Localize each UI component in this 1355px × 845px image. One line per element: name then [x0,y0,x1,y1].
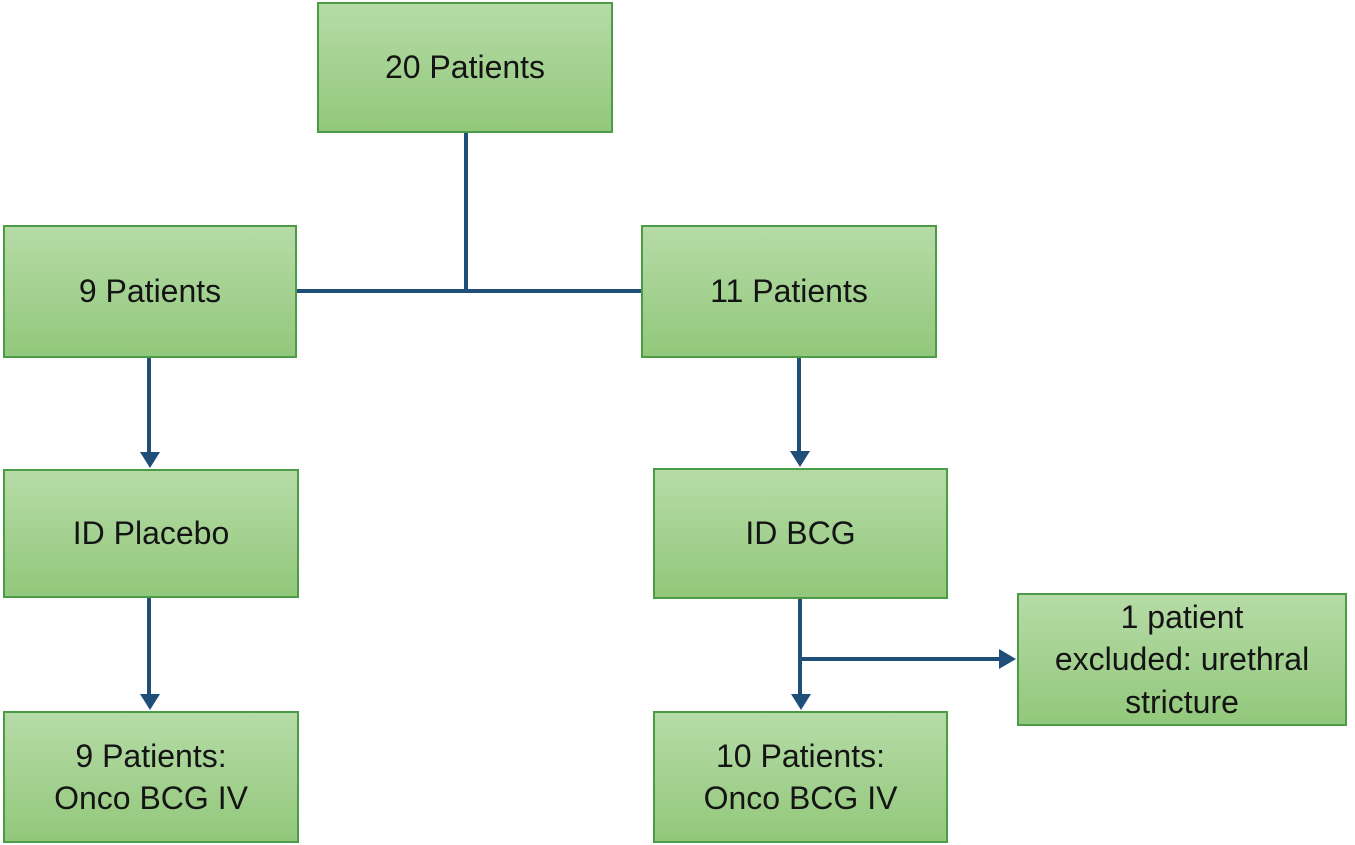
arrowhead-down-icon [790,451,810,467]
arrowhead-right-icon [999,649,1016,669]
node-excluded-patient-label: 1 patient excluded: urethral stricture [1054,599,1310,720]
node-id-bcg: ID BCG [653,468,948,599]
arrowhead-down-icon [791,694,811,710]
node-total-patients-label: 20 Patients [384,49,546,86]
connector-bcg-to-outcome [798,599,802,694]
connector-total-to-split [464,133,468,291]
connector-placebo-to-outcome [147,598,151,694]
node-excluded-patient: 1 patient excluded: urethral stricture [1017,593,1347,726]
node-id-placebo-label: ID Placebo [72,515,230,552]
node-id-placebo: ID Placebo [3,469,299,598]
node-bcg-outcome: 10 Patients: Onco BCG IV [653,711,948,843]
connector-split-horizontal [297,289,641,293]
arrowhead-down-icon [140,694,160,710]
connector-left-arm-to-placebo [147,358,151,453]
node-placebo-arm-count-label: 9 Patients [78,273,222,310]
node-id-bcg-label: ID BCG [745,515,856,552]
node-total-patients: 20 Patients [317,2,613,133]
node-bcg-arm-count: 11 Patients [641,225,937,358]
node-bcg-arm-count-label: 11 Patients [710,273,868,310]
connector-right-arm-to-bcg [797,358,801,452]
connector-bcg-to-excluded [798,657,1000,661]
node-placebo-arm-count: 9 Patients [3,225,297,358]
node-placebo-outcome: 9 Patients: Onco BCG IV [3,711,299,843]
node-placebo-outcome-label: 9 Patients: Onco BCG IV [54,737,248,816]
node-bcg-outcome-label: 10 Patients: Onco BCG IV [703,737,898,816]
arrowhead-down-icon [140,452,160,468]
